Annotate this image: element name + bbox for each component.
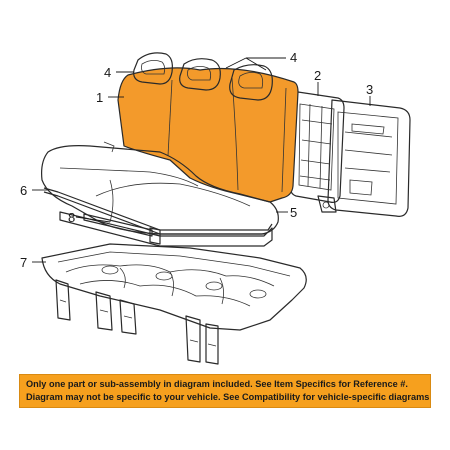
seat-cushion <box>41 141 279 235</box>
callout-4-left: 4 <box>104 65 111 80</box>
seat-back-panel <box>327 99 411 217</box>
callout-3: 3 <box>366 82 373 97</box>
callout-8: 8 <box>68 210 75 225</box>
disclaimer-line-2: Diagram may not be specific to your vehi… <box>26 392 431 402</box>
headrests <box>133 52 273 101</box>
callout-5: 5 <box>290 205 297 220</box>
seat-back-frame <box>289 91 345 213</box>
callout-6: 6 <box>20 183 27 198</box>
callout-4-right: 4 <box>290 50 297 65</box>
seat-back-cover <box>117 67 299 203</box>
disclaimer-line-1: Only one part or sub-assembly in diagram… <box>26 379 408 389</box>
floor-support-structure <box>41 243 307 365</box>
callout-7: 7 <box>20 255 27 270</box>
leader-lines <box>32 57 371 263</box>
disclaimer-banner: Only one part or sub-assembly in diagram… <box>19 374 431 408</box>
callout-2: 2 <box>314 68 321 83</box>
callout-1: 1 <box>96 90 103 105</box>
